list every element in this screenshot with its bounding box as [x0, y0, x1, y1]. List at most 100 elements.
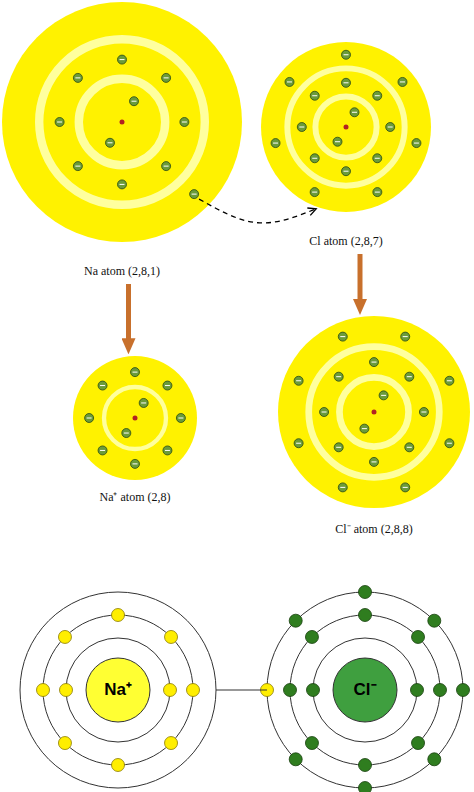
- minus-sign: [344, 171, 349, 172]
- ion-shell-diagram: Cl⁻: [267, 592, 463, 788]
- minus-sign: [287, 81, 292, 82]
- electron: [373, 188, 382, 197]
- electron-dot: [338, 483, 347, 492]
- shell-band: [79, 79, 165, 165]
- electron-dot: [112, 609, 125, 622]
- ion-core: [333, 658, 397, 722]
- electron-dot: [359, 609, 372, 622]
- minus-sign: [312, 95, 317, 96]
- atom-figure: Cl atom (2,8,7): [261, 42, 431, 248]
- shell-band: [104, 387, 166, 449]
- minus-sign: [192, 194, 197, 195]
- electron-dot: [360, 424, 369, 433]
- electron-dot: [176, 414, 185, 423]
- electron: [122, 429, 131, 438]
- electron: [338, 483, 347, 492]
- atom-figure: Cl⁻ atom (2,8,8): [278, 316, 470, 536]
- electron-dot: [55, 118, 64, 127]
- minus-sign: [165, 450, 170, 451]
- electron-dot: [112, 759, 125, 772]
- electron-dot: [338, 332, 347, 341]
- electron-dot: [373, 188, 382, 197]
- electron: [55, 118, 64, 127]
- minus-sign: [375, 158, 380, 159]
- atom-drawing: [261, 42, 431, 212]
- minus-sign: [296, 443, 301, 444]
- minus-sign: [400, 81, 405, 82]
- electron-dot: [359, 759, 372, 772]
- minus-sign: [372, 362, 377, 363]
- electron: [297, 123, 306, 132]
- minus-sign: [414, 143, 419, 144]
- electron-dot: [373, 91, 382, 100]
- electron-dot: [131, 459, 140, 468]
- electron: [360, 424, 369, 433]
- electron: [350, 108, 359, 117]
- electron-dot: [412, 630, 425, 643]
- minus-sign: [375, 192, 380, 193]
- electron-dot: [98, 381, 107, 390]
- electron-dot: [370, 358, 379, 367]
- minus-sign: [336, 376, 341, 377]
- minus-sign: [388, 127, 393, 128]
- minus-sign: [124, 433, 129, 434]
- electron-dot: [405, 443, 414, 452]
- electron-dot: [405, 372, 414, 381]
- electron-dot: [271, 139, 280, 148]
- electron: [401, 483, 410, 492]
- minus-sign: [120, 59, 125, 60]
- shell-band: [339, 377, 408, 446]
- minus-sign: [407, 376, 412, 377]
- electron-transfer-arrow: [199, 199, 316, 223]
- electron-dot: [305, 737, 318, 750]
- ion-symbol: Cl⁻: [354, 680, 377, 700]
- electron: [176, 414, 185, 423]
- electron-dot: [342, 50, 351, 59]
- minus-sign: [340, 336, 345, 337]
- minus-sign: [133, 372, 138, 373]
- bond-line: [216, 689, 267, 690]
- minus-sign: [312, 192, 317, 193]
- electron-shell: [66, 638, 170, 742]
- electron: [342, 50, 351, 59]
- electron: [386, 123, 395, 132]
- nucleus: [372, 410, 377, 415]
- electron: [412, 139, 421, 148]
- electron-dot: [307, 684, 320, 697]
- minus-sign: [447, 380, 452, 381]
- electron: [379, 391, 388, 400]
- electron: [131, 368, 140, 377]
- electron-shell: [313, 638, 417, 742]
- electron-shell: [43, 615, 193, 765]
- atom-figure: Na atom (2,8,1): [2, 2, 242, 278]
- electron-dot: [359, 782, 372, 792]
- electron-dot: [294, 439, 303, 448]
- minus-sign: [381, 395, 386, 396]
- nucleus: [120, 120, 125, 125]
- electron-dot: [180, 118, 189, 127]
- electron-dot: [411, 684, 424, 697]
- electron-dot: [379, 391, 388, 400]
- minus-sign: [133, 463, 138, 464]
- electron-dot: [333, 137, 342, 146]
- electron: [131, 459, 140, 468]
- transferred-electron: [261, 684, 274, 697]
- electron-dot: [289, 753, 302, 766]
- electron: [85, 414, 94, 423]
- electron-dot: [310, 91, 319, 100]
- atom-body: [261, 42, 431, 212]
- minus-sign: [322, 412, 327, 413]
- electron-dot: [412, 139, 421, 148]
- electron-dot: [370, 457, 379, 466]
- electron-dot: [162, 73, 171, 82]
- atom-label: Na atom (2,8,1): [2, 264, 242, 278]
- shell-band: [315, 96, 376, 157]
- electron-dot: [386, 123, 395, 132]
- minus-sign: [340, 487, 345, 488]
- minus-sign: [120, 184, 125, 185]
- electron-dot: [73, 162, 82, 171]
- electron-dot: [398, 77, 407, 86]
- electron-dot: [428, 753, 441, 766]
- atom-body: [278, 316, 470, 508]
